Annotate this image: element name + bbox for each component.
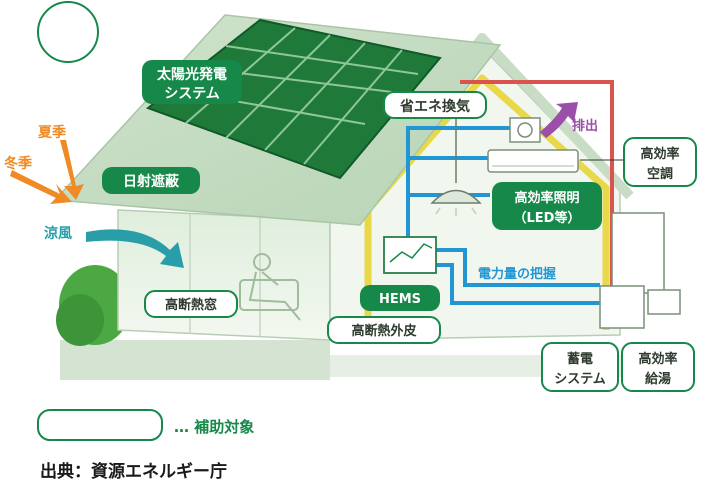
label-power-monitor: 電力量の把握	[478, 266, 556, 282]
label-hems: HEMS	[360, 285, 440, 311]
label-cool-breeze: 涼風	[44, 225, 72, 242]
insulation-outline	[364, 74, 610, 330]
label-winter: 冬季	[4, 155, 32, 172]
legend-swatch	[37, 409, 163, 441]
ventilation-fan	[509, 117, 541, 143]
source-credit: 出典：資源エネルギー庁	[40, 461, 227, 482]
air-conditioner	[487, 149, 579, 173]
svg-text:蓄電: 蓄電	[567, 351, 593, 367]
summer-sun-arrow	[60, 140, 84, 200]
label-solar: 太陽光発電 システム	[142, 60, 242, 104]
label-storage: 蓄電 システム	[541, 342, 619, 392]
label-exhaust: 排出	[572, 118, 598, 134]
exhaust-arrow	[540, 102, 578, 138]
pendant-lamp	[430, 189, 482, 204]
label-insulated-window: 高断熱窓	[144, 290, 238, 318]
legend-text: … 補助対象	[174, 418, 254, 436]
svg-text:高効率: 高効率	[638, 351, 677, 367]
label-water-heater: 高効率 給湯	[621, 342, 695, 392]
svg-text:空調: 空調	[647, 166, 673, 182]
floor-slab	[60, 340, 330, 380]
svg-text:高効率照明: 高効率照明	[514, 190, 579, 206]
svg-text:システム: システム	[164, 86, 220, 102]
svg-text:省エネ換気: 省エネ換気	[399, 98, 470, 115]
label-aircon: 高効率 空調	[623, 137, 697, 187]
legend-subsidy: … 補助対象	[37, 409, 254, 441]
outdoor-unit	[647, 289, 681, 315]
svg-text:高効率: 高効率	[640, 146, 679, 162]
label-insulated-envelope: 高断熱外皮	[327, 316, 441, 344]
legend-circle-top	[37, 1, 99, 63]
svg-text:システム: システム	[554, 372, 606, 387]
solar-panel	[145, 18, 442, 180]
storage-battery-unit	[599, 285, 645, 329]
svg-text:給湯: 給湯	[645, 371, 671, 387]
label-summer: 夏季	[38, 124, 66, 141]
resident-figure	[239, 253, 301, 321]
svg-text:日射遮蔽: 日射遮蔽	[123, 173, 180, 190]
hems-monitor	[383, 236, 437, 274]
svg-text:（LED等）: （LED等）	[514, 210, 581, 226]
left-wing-wall	[117, 209, 331, 341]
cool-breeze-arrow	[86, 229, 184, 268]
label-lighting: 高効率照明 （LED等）	[492, 182, 602, 230]
control-lines-blue	[406, 126, 600, 305]
svg-text:HEMS: HEMS	[379, 292, 421, 307]
svg-text:高断熱外皮: 高断熱外皮	[351, 323, 416, 339]
winter-sun-arrow	[10, 170, 72, 204]
label-ventilation: 省エネ換気	[383, 91, 487, 119]
water-heater-unit	[611, 212, 665, 294]
svg-text:太陽光発電: 太陽光発電	[157, 66, 227, 83]
label-sun-shading: 日射遮蔽	[102, 167, 200, 194]
svg-text:高断熱窓: 高断熱窓	[165, 297, 217, 313]
